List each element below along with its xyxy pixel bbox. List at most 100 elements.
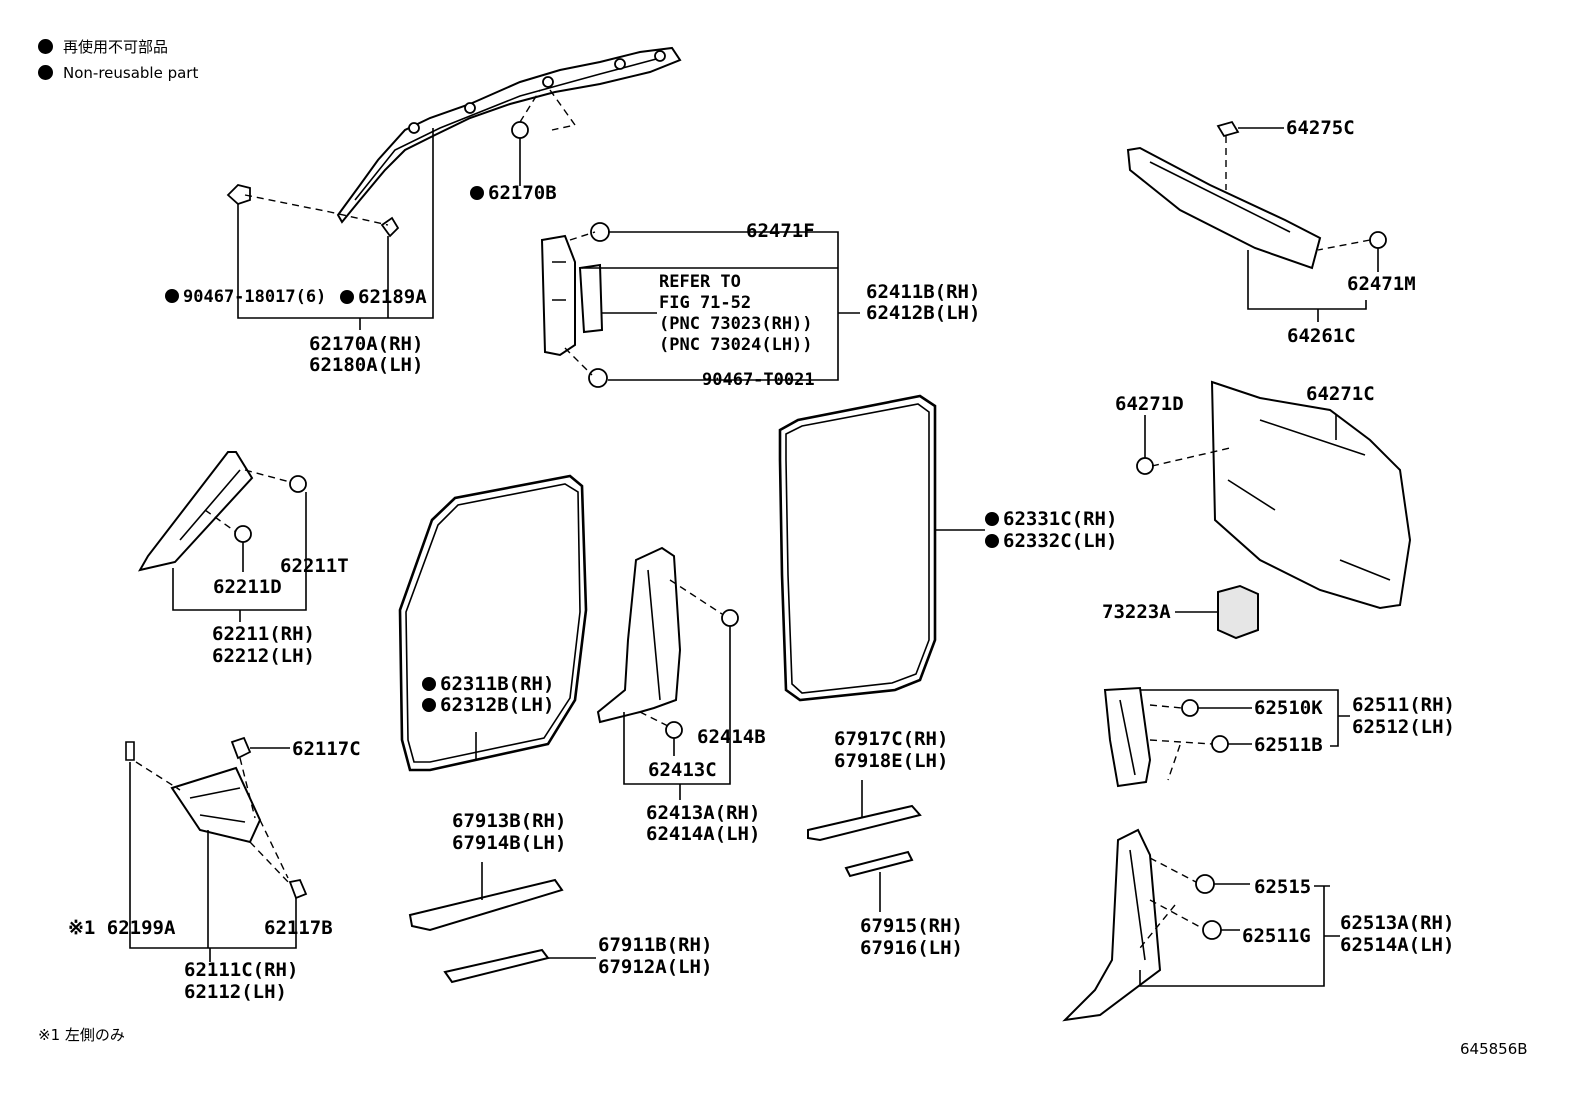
label-62117C[interactable]: 62117C	[292, 738, 361, 760]
refer-note-line4: (PNC 73024(LH))	[659, 335, 813, 355]
legend-jp: 再使用不可部品	[38, 38, 168, 56]
label-62413C[interactable]: 62413C	[648, 759, 717, 781]
label-62412B[interactable]: 62412B(LH)	[866, 302, 981, 324]
clip-62189A	[380, 216, 400, 238]
nonreusable-dot-icon	[470, 186, 484, 200]
clip-62117B	[288, 878, 308, 900]
label-62332C[interactable]: 62332C(LH)	[985, 530, 1117, 552]
label-62511[interactable]: 62511(RH)	[1352, 694, 1455, 716]
clip-90467-T0021	[588, 368, 608, 388]
clip-62471M	[1369, 231, 1387, 249]
nonreusable-dot-icon	[985, 534, 999, 548]
label-62515[interactable]: 62515	[1254, 876, 1312, 898]
label-62331C[interactable]: 62331C(RH)	[985, 508, 1117, 530]
clip-62510K	[1181, 699, 1199, 717]
rear-roof-garnish	[1126, 146, 1322, 270]
label-67912A[interactable]: 67912A(LH)	[598, 956, 713, 978]
label-62189A[interactable]: 62189A	[340, 286, 427, 308]
clip-62515	[1195, 874, 1215, 894]
nonreusable-dot-icon	[340, 290, 354, 304]
nonreusable-dot-icon	[38, 65, 53, 80]
footnote: ※1 左側のみ	[38, 1026, 125, 1044]
scuff-plate-67917C	[807, 804, 922, 842]
label-73223A[interactable]: 73223A	[1102, 601, 1171, 623]
label-62471F[interactable]: 62471F	[746, 220, 815, 242]
nonreusable-dot-icon	[38, 39, 53, 54]
clip-62211D	[234, 525, 252, 543]
label-67914B[interactable]: 67914B(LH)	[452, 832, 567, 854]
label-62117B[interactable]: 62117B	[264, 917, 333, 939]
a-pillar-garnish	[138, 451, 254, 572]
refer-note-line2[interactable]: FIG 71-52	[659, 293, 752, 313]
scuff-plate-67915	[844, 850, 914, 878]
lower-quarter-trim	[1062, 828, 1162, 1022]
cowl-side-trim	[170, 766, 262, 844]
nonreusable-dot-icon	[165, 289, 179, 303]
roof-rail-garnish	[336, 46, 682, 224]
label-62211T[interactable]: 62211T	[280, 555, 349, 577]
label-62513A[interactable]: 62513A(RH)	[1340, 912, 1455, 934]
label-62199A[interactable]: ※1 62199A	[68, 917, 176, 939]
label-90467-T0021[interactable]: 90467-T0021	[702, 370, 815, 390]
clip-62511G	[1202, 920, 1222, 940]
label-62413A[interactable]: 62413A(RH)	[646, 802, 761, 824]
clip-62211T	[289, 475, 307, 493]
clip-64271D	[1136, 457, 1154, 475]
upper-quarter-trim	[1103, 686, 1152, 788]
label-62212[interactable]: 62212(LH)	[212, 645, 315, 667]
label-62512[interactable]: 62512(LH)	[1352, 716, 1455, 738]
front-pillar-garnish	[540, 234, 604, 357]
label-64275C[interactable]: 64275C	[1286, 117, 1355, 139]
clip-62511B	[1211, 735, 1229, 753]
label-67915[interactable]: 67915(RH)	[860, 915, 963, 937]
label-62414A[interactable]: 62414A(LH)	[646, 823, 761, 845]
clip-62414B	[721, 609, 739, 627]
label-90467-18017[interactable]: 90467-18017(6)	[165, 287, 326, 308]
label-62211D[interactable]: 62211D	[213, 576, 282, 598]
nonreusable-dot-icon	[422, 677, 436, 691]
clip-62170B	[511, 121, 529, 139]
clip-62199A	[125, 741, 135, 761]
b-pillar-garnish	[596, 546, 682, 724]
nonreusable-dot-icon	[985, 512, 999, 526]
label-62112[interactable]: 62112(LH)	[184, 981, 287, 1003]
label-62311B[interactable]: 62311B(RH)	[422, 673, 554, 695]
label-67917C[interactable]: 67917C(RH)	[834, 728, 949, 750]
label-62211[interactable]: 62211(RH)	[212, 623, 315, 645]
label-62471M[interactable]: 62471M	[1347, 273, 1416, 295]
label-62411B[interactable]: 62411B(RH)	[866, 281, 981, 303]
label-62312B[interactable]: 62312B(LH)	[422, 694, 554, 716]
label-67913B[interactable]: 67913B(RH)	[452, 810, 567, 832]
label-62170B[interactable]: 62170B	[470, 182, 557, 204]
legend-en-text: Non-reusable part	[63, 64, 199, 82]
figure-id: 645856B	[1460, 1040, 1528, 1058]
clip-62413C	[665, 721, 683, 739]
rear-door-weatherstrip	[778, 394, 937, 702]
label-62111C[interactable]: 62111C(RH)	[184, 959, 299, 981]
label-67911B[interactable]: 67911B(RH)	[598, 934, 713, 956]
label-62514A[interactable]: 62514A(LH)	[1340, 934, 1455, 956]
scuff-plate-67911B	[443, 948, 550, 984]
clip-90467-18017	[226, 184, 251, 206]
label-62510K[interactable]: 62510K	[1254, 697, 1323, 719]
label-64271D[interactable]: 64271D	[1115, 393, 1184, 415]
label-64271C[interactable]: 64271C	[1306, 383, 1375, 405]
label-64261C[interactable]: 64261C	[1287, 325, 1356, 347]
nonreusable-dot-icon	[422, 698, 436, 712]
front-door-weatherstrip	[398, 474, 588, 772]
scuff-plate-67913B	[408, 878, 564, 932]
refer-note-line1: REFER TO	[659, 272, 741, 292]
clip-64275C	[1216, 120, 1240, 138]
label-62170A[interactable]: 62170A(RH)	[309, 333, 424, 355]
clip-62117C	[230, 736, 252, 760]
label-67918E[interactable]: 67918E(LH)	[834, 750, 949, 772]
quarter-trim-panel	[1210, 380, 1412, 610]
label-62511G[interactable]: 62511G	[1242, 925, 1311, 947]
box-73223A	[1217, 584, 1259, 640]
legend-en: Non-reusable part	[38, 64, 198, 82]
label-62414B[interactable]: 62414B	[697, 726, 766, 748]
label-67916[interactable]: 67916(LH)	[860, 937, 963, 959]
label-62511B[interactable]: 62511B	[1254, 734, 1323, 756]
label-62180A[interactable]: 62180A(LH)	[309, 354, 424, 376]
